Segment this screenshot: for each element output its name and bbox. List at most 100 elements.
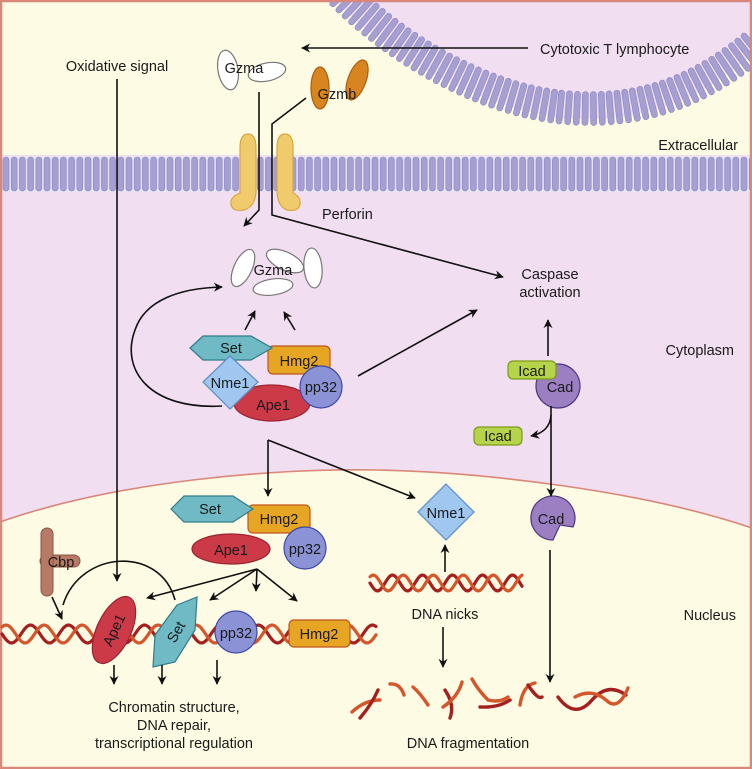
arrow-cbp-arc: [62, 560, 176, 606]
nme1-nucleus: Nme1: [417, 483, 475, 541]
lipid: [634, 156, 641, 192]
outcome-label-line2: DNA repair,: [137, 718, 211, 734]
lipid: [158, 156, 166, 192]
gzmb-label: Gzmb: [318, 87, 357, 103]
perforin-pore: [230, 133, 301, 211]
cad-label: Cad: [538, 512, 565, 528]
lipid: [199, 156, 207, 192]
lipid: [420, 156, 428, 192]
lipid: [363, 156, 371, 192]
lipid: [494, 156, 502, 192]
lipid: [543, 156, 551, 192]
lipid: [2, 156, 10, 192]
nme1-label: Nme1: [211, 376, 250, 392]
arrow-gzmb-to-caspase: [271, 97, 504, 280]
dna-fragments: [350, 677, 630, 720]
lipid: [642, 156, 649, 192]
lipid: [101, 156, 108, 192]
lipid: [142, 156, 149, 192]
set-complex-cytoplasm: Hmg2 Set Ape1 Nme1 pp32: [189, 335, 343, 422]
ctl-label: Cytotoxic T lymphocyte: [540, 42, 689, 58]
dna-nicks-helix: [368, 573, 524, 593]
gzma-extracellular: Gzma: [216, 49, 287, 91]
lipid: [429, 156, 436, 192]
arrow-gzma-entry: [243, 92, 260, 227]
arrow-complex-to-set: [209, 568, 258, 601]
hmg2-label: Hmg2: [260, 512, 299, 528]
arrow-complex-to-gzma-1: [244, 310, 256, 331]
cbp-protein: Cbp: [39, 527, 81, 597]
perforin-label: Perforin: [322, 207, 373, 223]
oxidative-signal-label: Oxidative signal: [66, 59, 168, 75]
lipid: [568, 156, 576, 192]
lipid: [625, 156, 633, 192]
pp32-label: pp32: [220, 626, 252, 642]
lipid: [92, 156, 100, 192]
arrow-complex-to-caspase: [357, 309, 478, 377]
lipid: [174, 156, 182, 192]
cad-nucleus: Cad: [530, 495, 576, 541]
lipid: [445, 156, 453, 192]
lipid: [502, 156, 510, 192]
lipid: [470, 156, 477, 192]
lipid: [609, 156, 617, 192]
lipid: [35, 156, 43, 192]
lipid: [133, 156, 141, 192]
lipid: [584, 156, 592, 192]
gzmb-extracellular: Gzmb: [310, 59, 369, 110]
pp32-label: pp32: [289, 542, 321, 558]
lipid: [10, 156, 18, 192]
lipid: [560, 156, 567, 192]
lipid: [412, 156, 420, 192]
lipid: [150, 156, 157, 192]
set-label: Set: [199, 502, 221, 518]
lipid: [76, 156, 84, 192]
arrow-complex-to-hmg2: [256, 568, 298, 602]
caspase-label-line1: Caspase: [521, 267, 578, 283]
extracellular-label: Extracellular: [658, 138, 738, 154]
outcome-label-line1: Chromatin structure,: [108, 700, 239, 716]
lipid: [658, 156, 666, 192]
lipid: [650, 156, 658, 192]
lipid: [724, 156, 731, 192]
lipid: [699, 156, 707, 192]
nuclear-envelope: [0, 469, 752, 529]
lipid: [666, 156, 674, 192]
lipid: [322, 156, 330, 192]
arrow-complex-to-pp32: [251, 568, 261, 592]
set-complex-nucleus: Hmg2 Set Ape1 pp32: [170, 495, 327, 570]
lipid: [732, 156, 740, 192]
lipid: [683, 156, 690, 192]
nucleus-region: [0, 469, 752, 769]
lipid: [461, 156, 469, 192]
lipid: [166, 156, 174, 192]
nucleus-label: Nucleus: [684, 608, 736, 624]
lipid: [404, 156, 412, 192]
lipid: [552, 156, 559, 192]
lipid: [740, 156, 748, 192]
caspase-label-line2: activation: [519, 285, 580, 301]
set-label: Set: [220, 341, 242, 357]
lipid: [314, 156, 321, 192]
lipid: [125, 156, 133, 192]
lipid: [43, 156, 51, 192]
lipid: [519, 156, 526, 192]
cytoplasm-label: Cytoplasm: [666, 343, 735, 359]
extracellular-space: [0, 0, 752, 155]
lipid: [297, 156, 305, 192]
lipid: [215, 156, 223, 192]
dna-nicks-label: DNA nicks: [412, 607, 479, 623]
lipid: [576, 156, 584, 192]
lipid: [19, 156, 26, 192]
arrow-to-nme1: [267, 439, 416, 500]
ape1-label: Ape1: [214, 543, 248, 559]
lipid: [338, 156, 346, 192]
arrow-complex-loop: [130, 282, 223, 407]
dna-fragmentation-label: DNA fragmentation: [407, 736, 530, 752]
target-plasma-membrane: [0, 156, 752, 192]
lipid: [355, 156, 362, 192]
lipid: [601, 156, 608, 192]
lipid: [437, 156, 444, 192]
